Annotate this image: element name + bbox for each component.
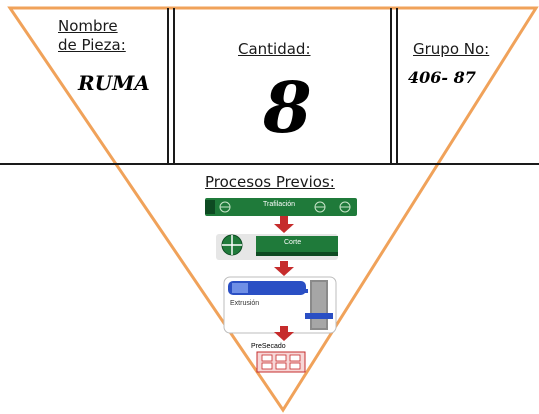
process-label-corte: Corte: [284, 239, 302, 246]
process-label-trafilacion: Trafilación: [263, 201, 296, 208]
pieza-value: RUMA: [78, 71, 150, 95]
trafilacion-machine-icon: [205, 198, 357, 216]
corte-machine-icon: [216, 234, 338, 260]
grupo-label: Grupo No:: [413, 40, 490, 58]
flow-arrow-icon: [274, 261, 294, 276]
triangle-outline: [7, 6, 539, 413]
process-label-extrusion: Extrusión: [230, 300, 260, 307]
cantidad-label: Cantidad:: [238, 40, 311, 58]
grupo-value: 406- 87: [408, 68, 476, 87]
pieza-label-line2: de Pieza:: [58, 36, 126, 54]
flow-arrow-icon: [274, 216, 294, 233]
extrusion-machine-icon: [223, 276, 337, 334]
process-label-presecado: PreSecado: [251, 343, 286, 350]
procesos-label: Procesos Previos:: [205, 173, 335, 191]
presecado-machine-icon: [256, 351, 306, 373]
cantidad-value: 8: [263, 66, 312, 149]
process-flow-graphic: [205, 198, 357, 373]
pieza-label-line1: Nombre: [58, 17, 118, 35]
flow-arrow-icon: [274, 326, 294, 341]
